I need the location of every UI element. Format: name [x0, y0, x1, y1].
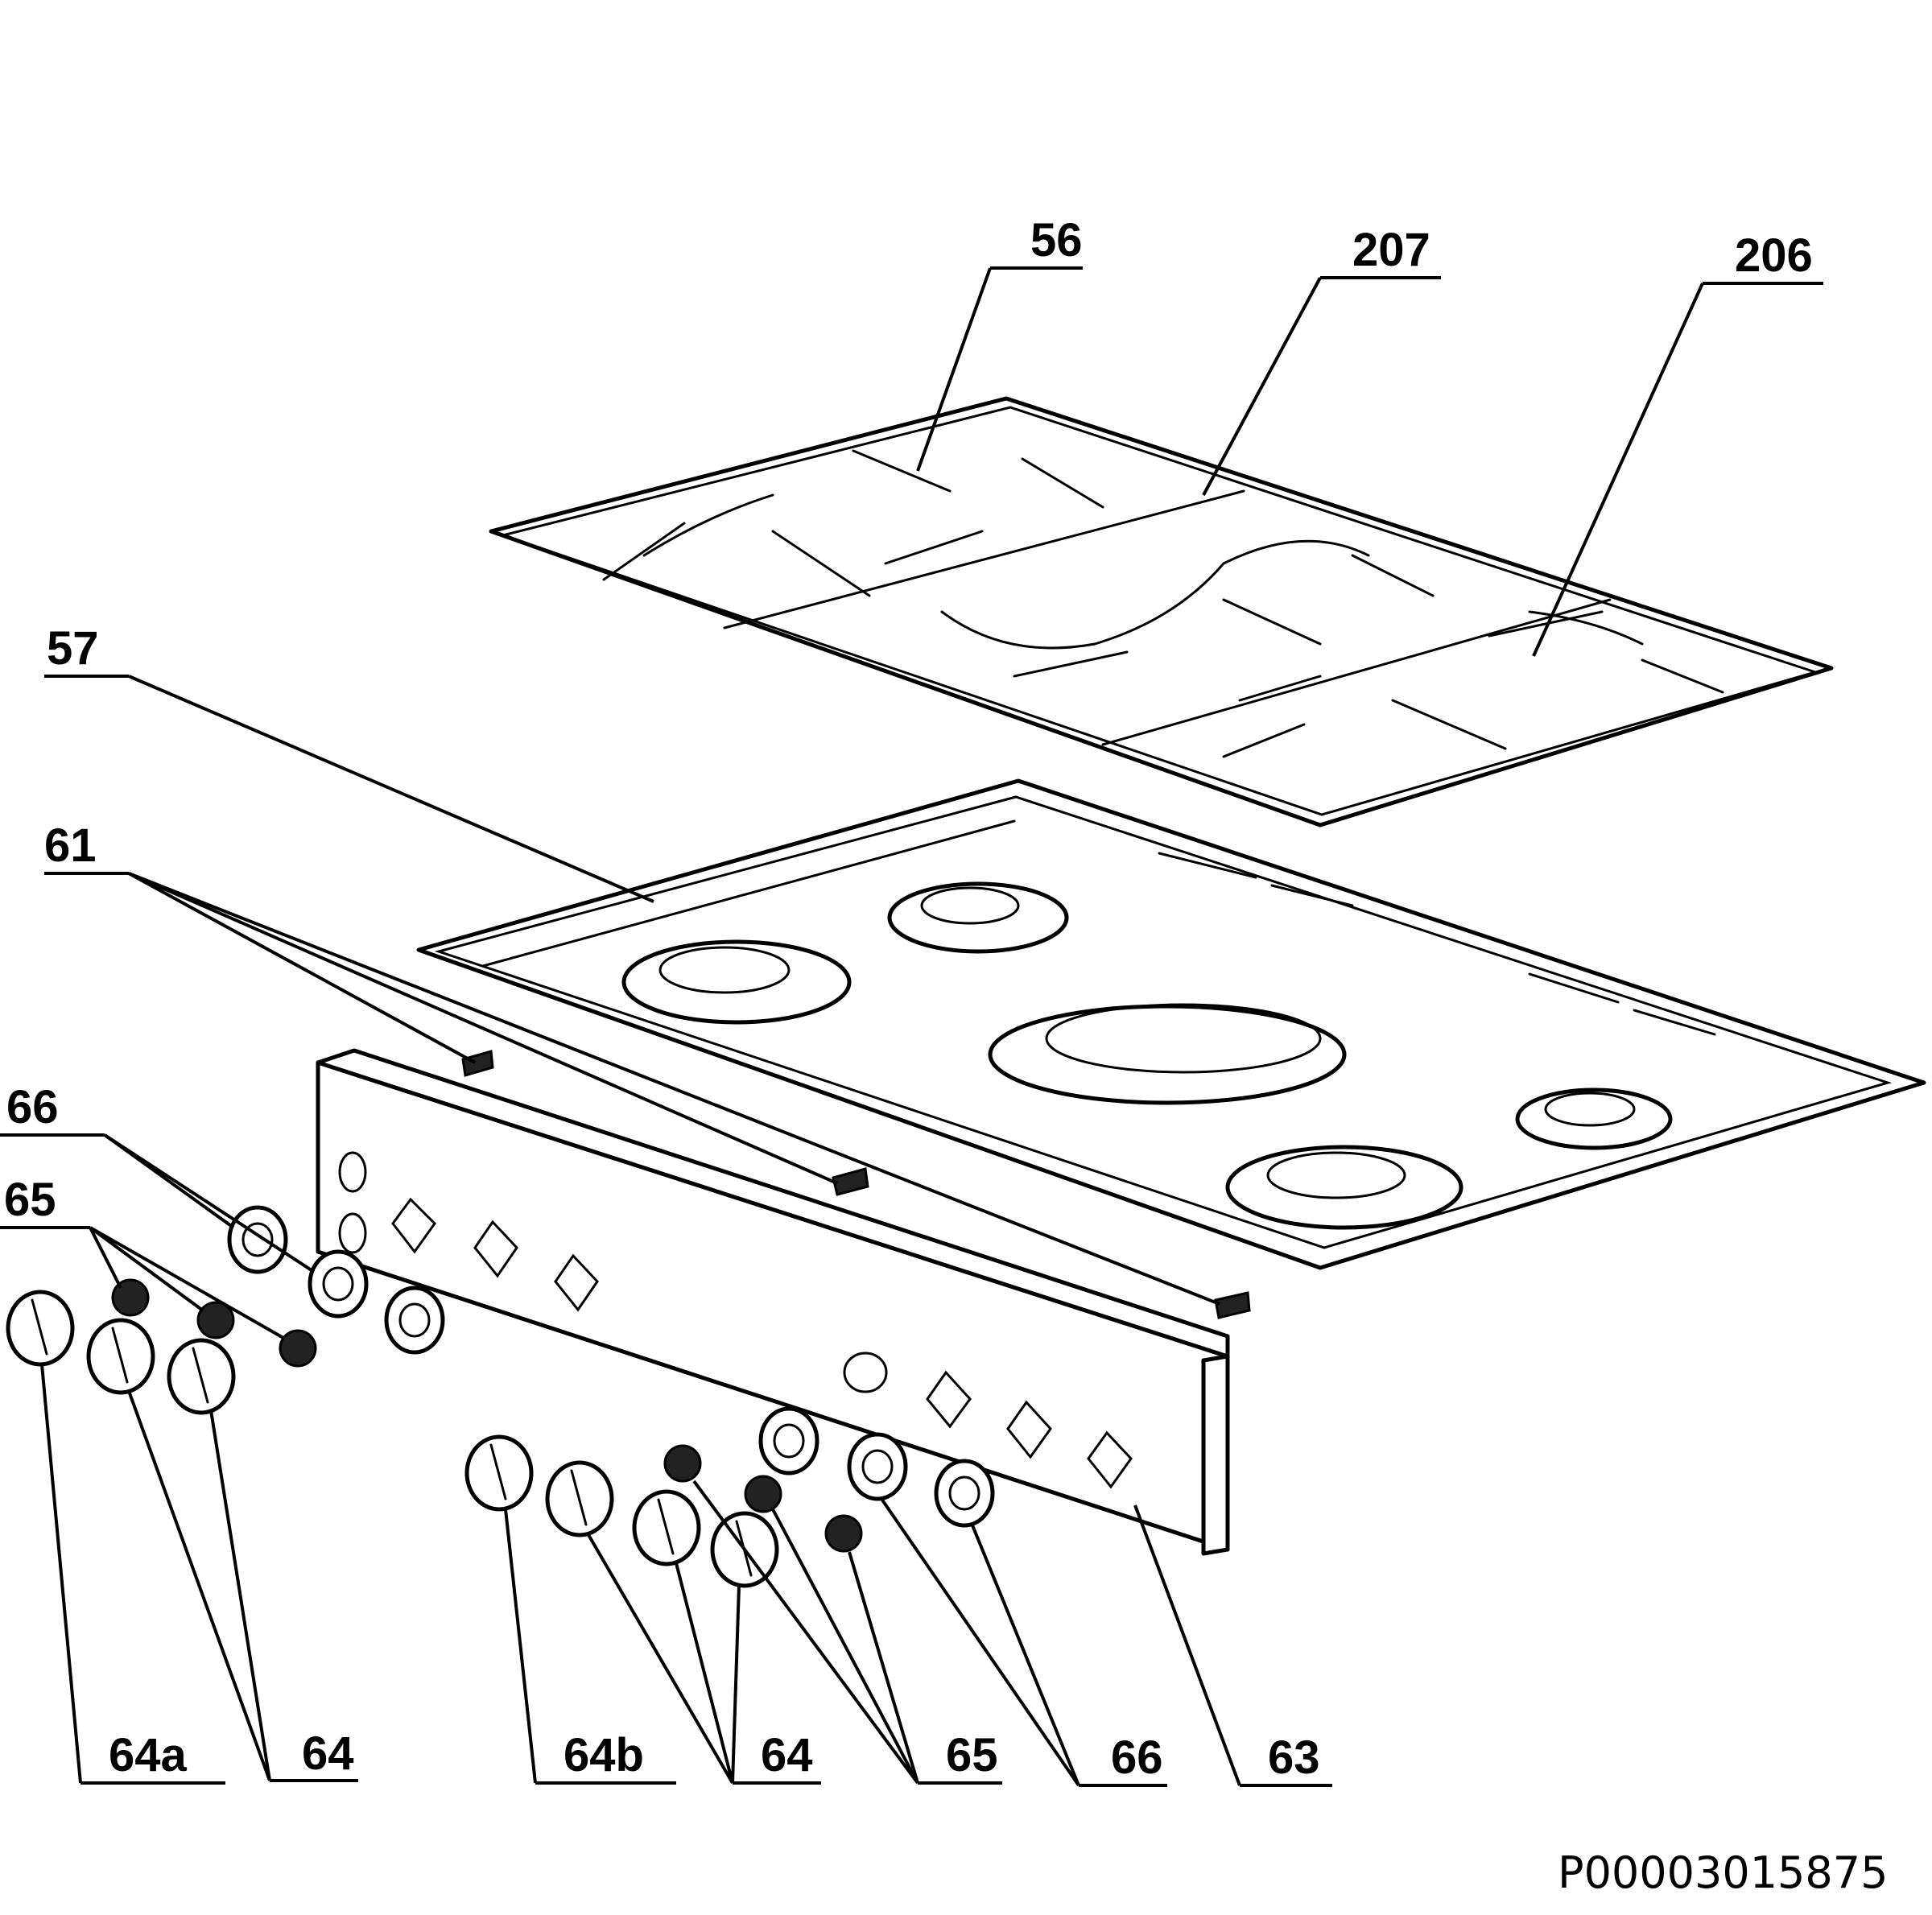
- control-panel: [316, 1048, 1230, 1556]
- pan-support-grid: [489, 396, 1834, 827]
- callout-63: 63: [1268, 1731, 1320, 1784]
- callout-65-left: 65: [4, 1174, 56, 1226]
- knob-bezels: [227, 1205, 995, 1528]
- leader-lines: [0, 266, 1823, 1787]
- callout-65-right: 65: [946, 1729, 998, 1781]
- callout-64-left: 64: [302, 1727, 354, 1780]
- callout-57: 57: [47, 622, 99, 675]
- callout-64-right: 64: [761, 1729, 813, 1781]
- callout-66-left: 66: [6, 1081, 59, 1133]
- springs: [111, 1278, 863, 1553]
- callout-61: 61: [44, 819, 97, 872]
- callout-206: 206: [1735, 229, 1813, 282]
- control-knobs: [6, 1290, 779, 1588]
- callout-64a: 64a: [109, 1729, 188, 1781]
- callout-labels: 56 207 206 57 61 66 65 64a 64 64b 64 65 …: [4, 214, 1813, 1784]
- screws: [461, 1050, 1251, 1319]
- callout-207: 207: [1352, 224, 1430, 276]
- document-id: P00003015875: [1558, 1847, 1888, 1898]
- callout-56: 56: [1030, 214, 1083, 266]
- hob-top-plate: [416, 778, 1926, 1270]
- callout-64b: 64b: [564, 1729, 644, 1781]
- callout-66-right: 66: [1111, 1731, 1163, 1784]
